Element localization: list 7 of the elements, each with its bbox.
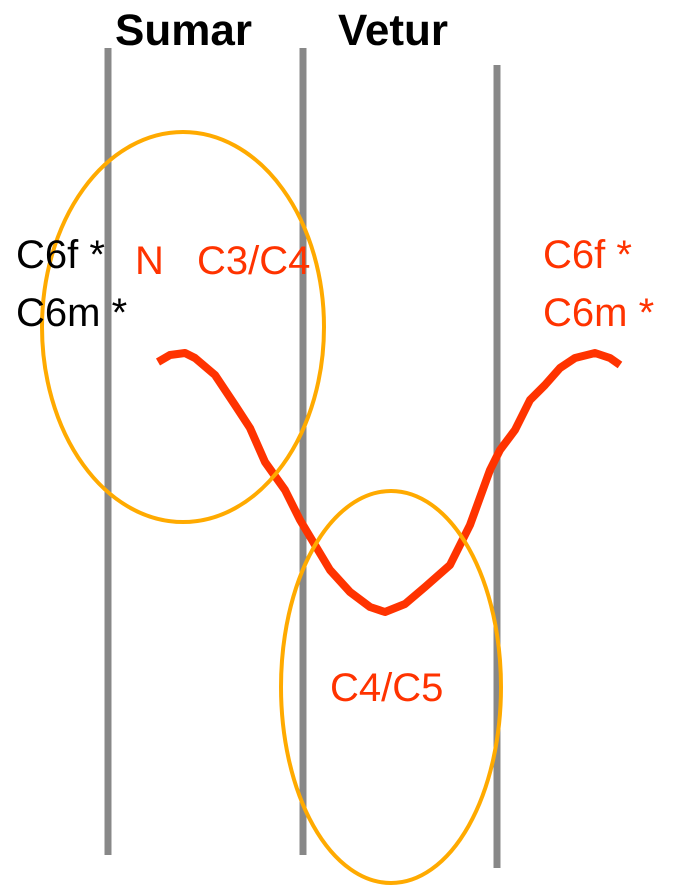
group-label: C6f *	[543, 232, 632, 278]
region-label: C4/C5	[330, 665, 444, 711]
group-label: C6m *	[543, 290, 654, 336]
season-heading: Sumar	[115, 8, 252, 54]
region-label: C3/C4	[197, 238, 310, 284]
season-heading: Vetur	[338, 8, 448, 54]
region-label: N	[135, 238, 164, 284]
